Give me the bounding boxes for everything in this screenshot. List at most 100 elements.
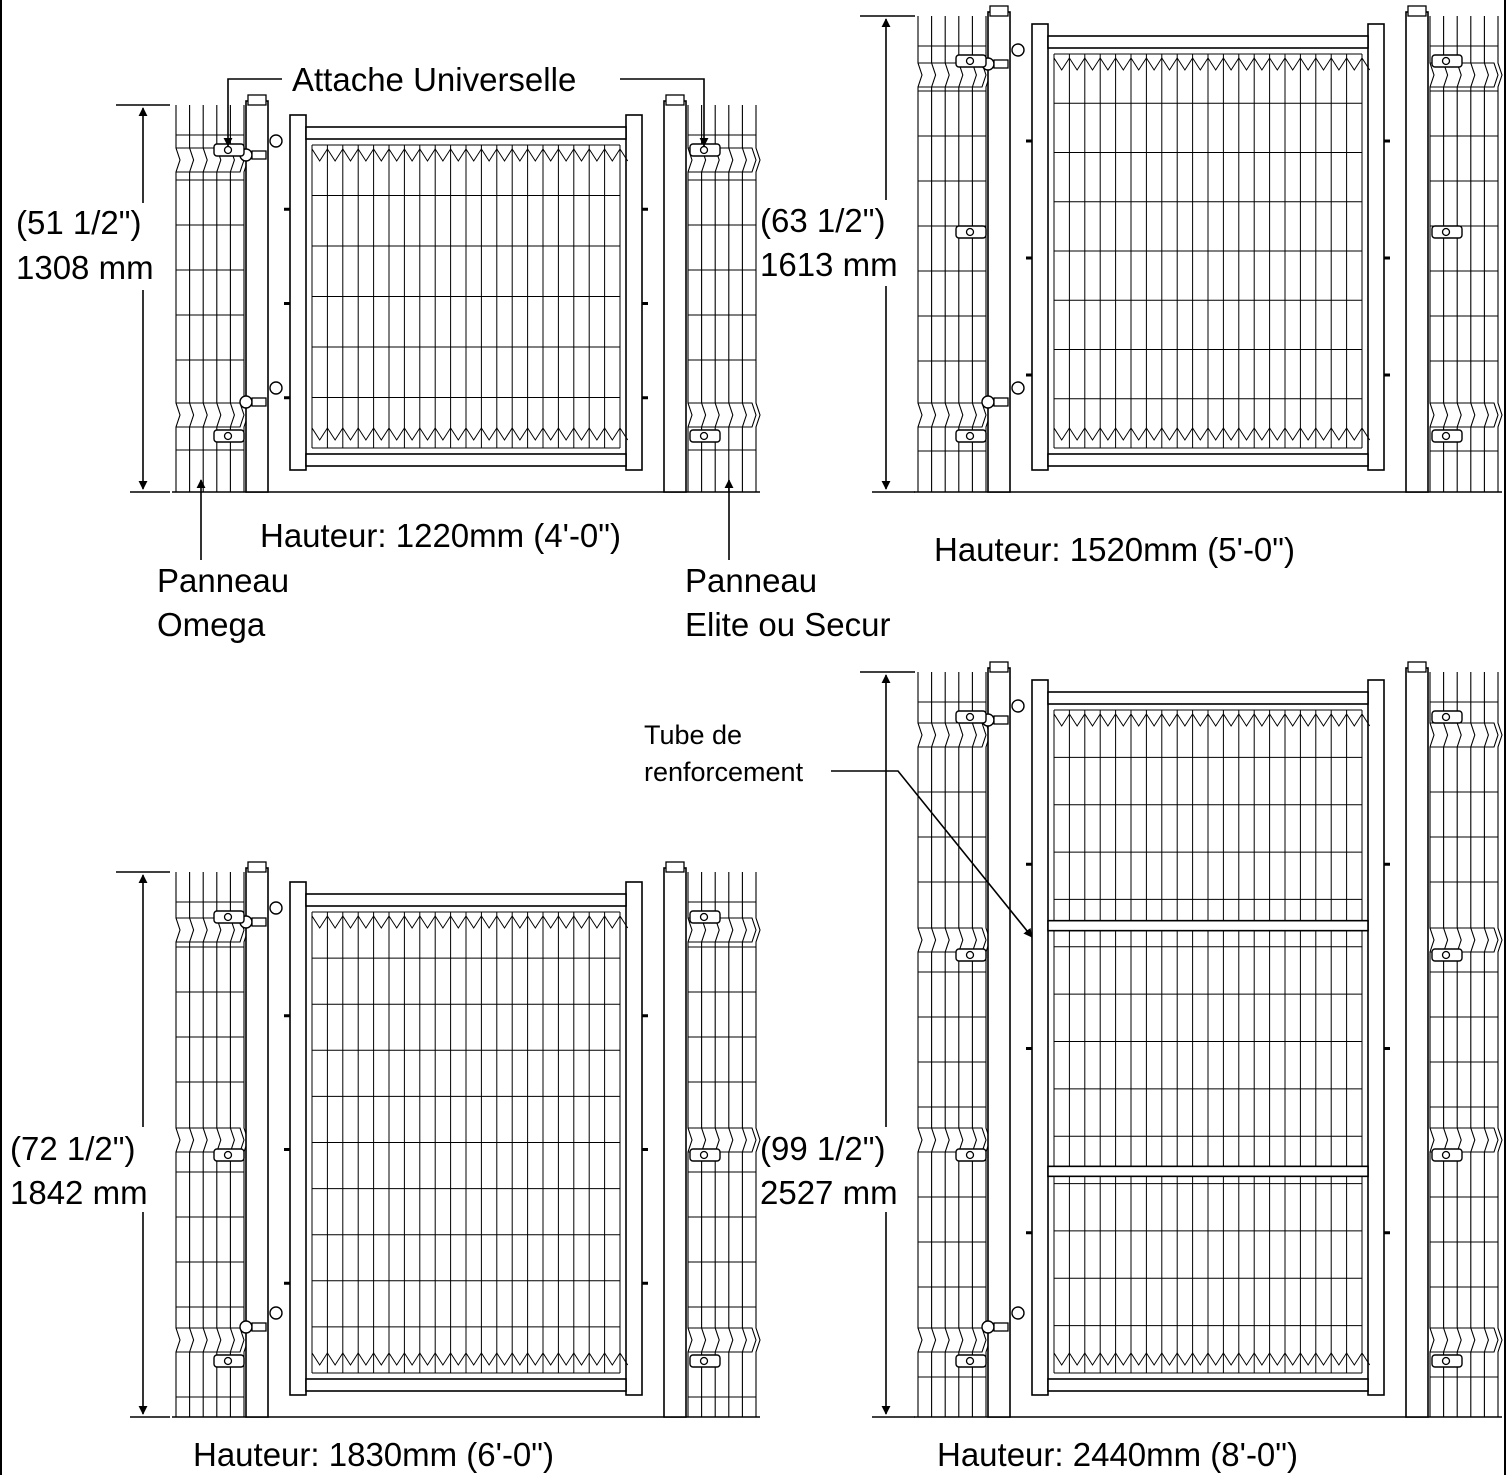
hinge-lower — [239, 381, 283, 409]
side-panel-wire — [175, 105, 181, 492]
hinge-lower — [981, 381, 1025, 409]
universal-clip — [213, 910, 245, 924]
post-right — [1405, 667, 1429, 1418]
hinge-upper-knuckle — [1011, 43, 1025, 57]
hinge-upper-knuckle — [269, 901, 283, 915]
clip-bolt — [699, 912, 709, 922]
hinge-upper-knuckle — [1011, 1306, 1025, 1320]
side-panel-bend — [1430, 402, 1499, 428]
gate-top-rail — [305, 893, 627, 907]
clip-bolt — [1441, 1356, 1451, 1366]
mesh-top-bend — [1053, 56, 1371, 71]
universal-clip — [955, 710, 987, 724]
clip-bolt — [1441, 227, 1451, 237]
side-panel-wire — [1470, 16, 1476, 492]
gate-frame-left — [289, 881, 307, 1396]
side-panel-left — [175, 872, 249, 1417]
post-right — [663, 867, 687, 1418]
side-panel-bend — [1430, 1327, 1499, 1353]
hinge-plate — [251, 1322, 267, 1332]
gate-infill-mesh — [311, 144, 629, 449]
post-cap-left — [247, 861, 267, 873]
dimension-line-1842 — [116, 871, 170, 1418]
side-panel-bend — [1430, 927, 1499, 953]
side-panel-wire — [1443, 672, 1449, 1417]
universal-clip — [955, 225, 987, 239]
side-panel-wire — [202, 105, 208, 492]
universal-clip — [213, 1354, 245, 1368]
side-panel-wire — [1497, 672, 1503, 1417]
universal-clip — [955, 54, 987, 68]
clip-bolt — [965, 56, 975, 66]
clip-bolt — [223, 912, 233, 922]
hinge-plate — [993, 59, 1009, 69]
hinge-plate — [993, 397, 1009, 407]
universal-clip — [213, 1148, 245, 1162]
universal-clip — [955, 948, 987, 962]
universal-clip — [955, 429, 987, 443]
side-panel-wire — [1470, 672, 1476, 1417]
hinge-knuckle — [239, 395, 253, 409]
gate-top-rail — [1047, 35, 1369, 49]
side-panel-right — [687, 872, 761, 1417]
gate-frame-left — [289, 114, 307, 471]
gate-1220-caption: Hauteur: 1220mm (4'-0") — [260, 517, 621, 554]
gate-1830-dim-metric: 1842 mm — [10, 1174, 148, 1211]
gate-drawing-1830 — [172, 861, 761, 1418]
gate-frame-right — [625, 881, 643, 1396]
gate-infill-mesh — [1053, 53, 1371, 449]
side-panel-wire — [931, 16, 937, 492]
mesh-bottom-bend — [311, 1351, 629, 1366]
side-panel-wire — [701, 872, 707, 1417]
side-panel-bend — [1430, 1127, 1499, 1153]
hinge-upper-knuckle — [1011, 381, 1025, 395]
side-panel-bend — [918, 402, 987, 428]
gate-1220-dim-imperial: (51 1/2") — [16, 204, 141, 241]
universal-clip — [1431, 225, 1463, 239]
panel-right-label-1: Panneau — [685, 562, 817, 599]
side-panel-wire — [728, 105, 734, 492]
side-panel-bend — [918, 722, 987, 748]
universal-clip — [689, 1354, 721, 1368]
clip-bolt — [223, 1150, 233, 1160]
gate-infill-mesh — [311, 911, 629, 1374]
gate-2440-dim-metric: 2527 mm — [760, 1174, 898, 1211]
side-panel-wire — [971, 672, 977, 1417]
side-panel-bend — [1430, 62, 1499, 88]
reinforcement-tube — [1047, 1165, 1369, 1178]
side-panel-bend — [688, 917, 757, 943]
universal-clip — [1431, 710, 1463, 724]
side-panel-wire — [189, 872, 195, 1417]
hinge-plate — [251, 917, 267, 927]
universal-clip — [213, 143, 245, 157]
universal-clip — [689, 143, 721, 157]
dimension-line-1308 — [116, 104, 170, 493]
post-right — [1405, 11, 1429, 493]
mesh-bottom-bend — [311, 426, 629, 441]
post-right — [663, 100, 687, 493]
side-panel-wire — [687, 872, 693, 1417]
post-cap-right — [665, 861, 685, 873]
reinforcement-tube — [1047, 919, 1369, 932]
clip-bolt — [965, 227, 975, 237]
side-panel-wire — [216, 872, 222, 1417]
side-panel-wire — [229, 872, 235, 1417]
side-panel-wire — [1429, 672, 1435, 1417]
post-left — [245, 867, 269, 1418]
clip-bolt — [699, 431, 709, 441]
hinge-plate — [993, 1322, 1009, 1332]
clip-bolt — [699, 1356, 709, 1366]
dimension-line-1613 — [860, 15, 915, 493]
universal-clip — [1431, 948, 1463, 962]
side-panel-right — [1429, 672, 1503, 1417]
gate-1520-dim-imperial: (63 1/2") — [760, 202, 885, 239]
mesh-top-bend — [1053, 712, 1371, 727]
hinge-upper — [239, 901, 283, 929]
side-panel-left — [917, 672, 991, 1417]
universal-clip — [1431, 1354, 1463, 1368]
side-panel-left — [175, 105, 249, 492]
gate-frame-left — [1031, 679, 1049, 1396]
side-panel-bend — [688, 402, 757, 428]
side-panel-wire — [687, 105, 693, 492]
